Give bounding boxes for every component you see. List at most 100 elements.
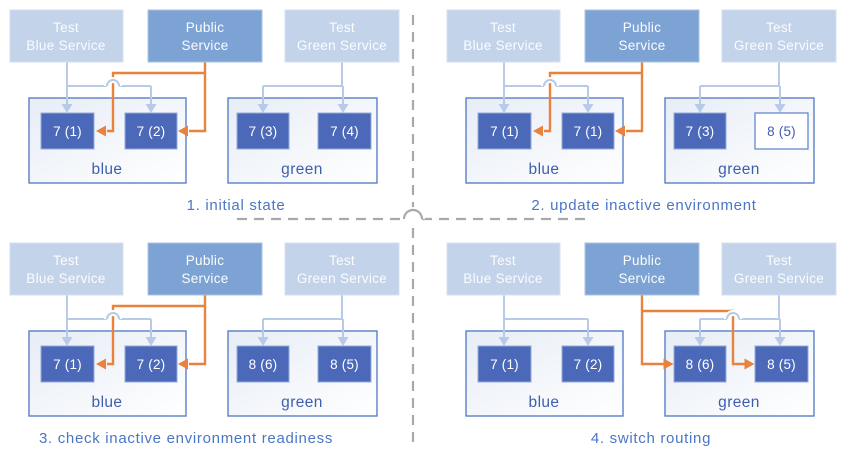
test-green-service-label: Test	[329, 20, 355, 35]
pod-label: 7 (1)	[53, 357, 82, 372]
test-green-service-label: Green Service	[297, 271, 387, 286]
connector-public-to-pod2	[189, 295, 207, 366]
test-blue-service-box	[9, 9, 124, 63]
pod-box	[673, 345, 727, 383]
test-blue-service-label: Blue Service	[463, 271, 542, 286]
pod-label: 8 (6)	[686, 357, 715, 372]
connector-test-green	[699, 295, 781, 338]
test-blue-service-label: Blue Service	[463, 38, 542, 53]
connector-public-to-pod1	[107, 304, 205, 366]
connector-public-to-pod2	[626, 62, 644, 133]
environment-label-blue: blue	[529, 161, 560, 178]
arrowhead-right-icon	[744, 358, 755, 370]
arrowhead-down-icon	[774, 337, 786, 346]
test-green-service-label: Test	[766, 253, 792, 268]
test-green-service-box	[721, 242, 837, 296]
pod-box	[477, 112, 532, 150]
test-blue-service-label: Test	[53, 253, 79, 268]
arrowhead-left-icon	[533, 125, 543, 137]
arrowhead-left-icon	[615, 125, 625, 137]
environment-label-green: green	[281, 394, 323, 411]
line-hop-arc	[543, 79, 557, 87]
test-blue-service-label: Test	[53, 20, 79, 35]
public-service-box	[147, 9, 263, 63]
test-blue-service-label: Blue Service	[26, 271, 105, 286]
test-blue-service-box	[9, 242, 124, 296]
pod-box	[754, 345, 809, 383]
panel-caption: 4. switch routing	[591, 430, 711, 447]
arrowhead-down-icon	[582, 104, 594, 113]
environment-label-blue: blue	[92, 161, 123, 178]
test-green-service-label: Green Service	[734, 38, 824, 53]
panel-initial-state: Test Blue Service Public Service Test Gr…	[9, 9, 400, 214]
public-service-label: Public	[186, 20, 225, 35]
arrowhead-left-icon	[96, 358, 106, 370]
public-service-label: Public	[623, 20, 662, 35]
connector-test-blue	[503, 295, 589, 338]
arrowhead-down-icon	[694, 104, 706, 113]
connector-public-to-pod3	[640, 295, 665, 366]
pod-label: 7 (1)	[574, 124, 603, 139]
public-service-label: Service	[618, 271, 665, 286]
test-green-service-box	[284, 242, 400, 296]
arrowhead-down-icon	[337, 337, 349, 346]
pod-label: 7 (4)	[330, 124, 359, 139]
pod-box	[477, 345, 532, 383]
pod-label: 8 (6)	[249, 357, 278, 372]
pod-label: 8 (5)	[767, 124, 796, 139]
pod-label: 7 (1)	[490, 124, 519, 139]
connector-test-blue	[66, 295, 152, 338]
arrowhead-down-icon	[337, 104, 349, 113]
connector-test-green	[699, 62, 781, 105]
test-green-service-label: Green Service	[297, 38, 387, 53]
test-blue-service-label: Blue Service	[26, 38, 105, 53]
pod-label: 7 (2)	[137, 124, 166, 139]
pod-label: 8 (5)	[767, 357, 796, 372]
pod-box	[561, 112, 615, 150]
pod-box	[124, 112, 178, 150]
pod-box	[317, 345, 372, 383]
public-service-label: Public	[623, 253, 662, 268]
connector-public-to-pod4	[642, 309, 746, 366]
arrowhead-down-icon	[582, 337, 594, 346]
connector-public-to-pod1	[544, 71, 642, 133]
arrowhead-down-icon	[145, 337, 157, 346]
arrowhead-down-icon	[61, 337, 73, 346]
environment-label-green: green	[718, 394, 760, 411]
environment-label-blue: blue	[529, 394, 560, 411]
pod-label: 7 (1)	[490, 357, 519, 372]
test-blue-service-label: Test	[490, 253, 516, 268]
arrowhead-down-icon	[257, 104, 269, 113]
public-service-label: Service	[181, 38, 228, 53]
pod-box	[40, 345, 95, 383]
pod-box-new-outline	[754, 112, 809, 150]
panel-caption: 2. update inactive environment	[531, 197, 756, 214]
test-green-service-box	[721, 9, 837, 63]
arrowhead-left-icon	[178, 358, 188, 370]
pod-label: 7 (3)	[686, 124, 715, 139]
pod-label: 7 (2)	[137, 357, 166, 372]
pod-label: 8 (5)	[330, 357, 359, 372]
arrowhead-down-icon	[61, 104, 73, 113]
test-green-service-label: Test	[766, 20, 792, 35]
pod-box	[40, 112, 95, 150]
public-service-box	[584, 242, 700, 296]
public-service-box	[147, 242, 263, 296]
pod-box	[236, 112, 290, 150]
test-blue-service-box	[446, 242, 561, 296]
test-blue-service-box	[446, 9, 561, 63]
connector-test-blue	[66, 62, 152, 105]
pod-box	[673, 112, 727, 150]
pod-box	[124, 345, 178, 383]
pod-box	[561, 345, 615, 383]
connector-test-green	[262, 62, 344, 105]
panel-update-inactive-environment: Test Blue Service Public Service Test Gr…	[446, 9, 837, 214]
public-service-label: Public	[186, 253, 225, 268]
arrowhead-down-icon	[694, 337, 706, 346]
panel-caption: 1. initial state	[187, 197, 286, 214]
line-hop-arc	[726, 312, 740, 320]
arrowhead-down-icon	[774, 104, 786, 113]
pod-label: 7 (1)	[53, 124, 82, 139]
